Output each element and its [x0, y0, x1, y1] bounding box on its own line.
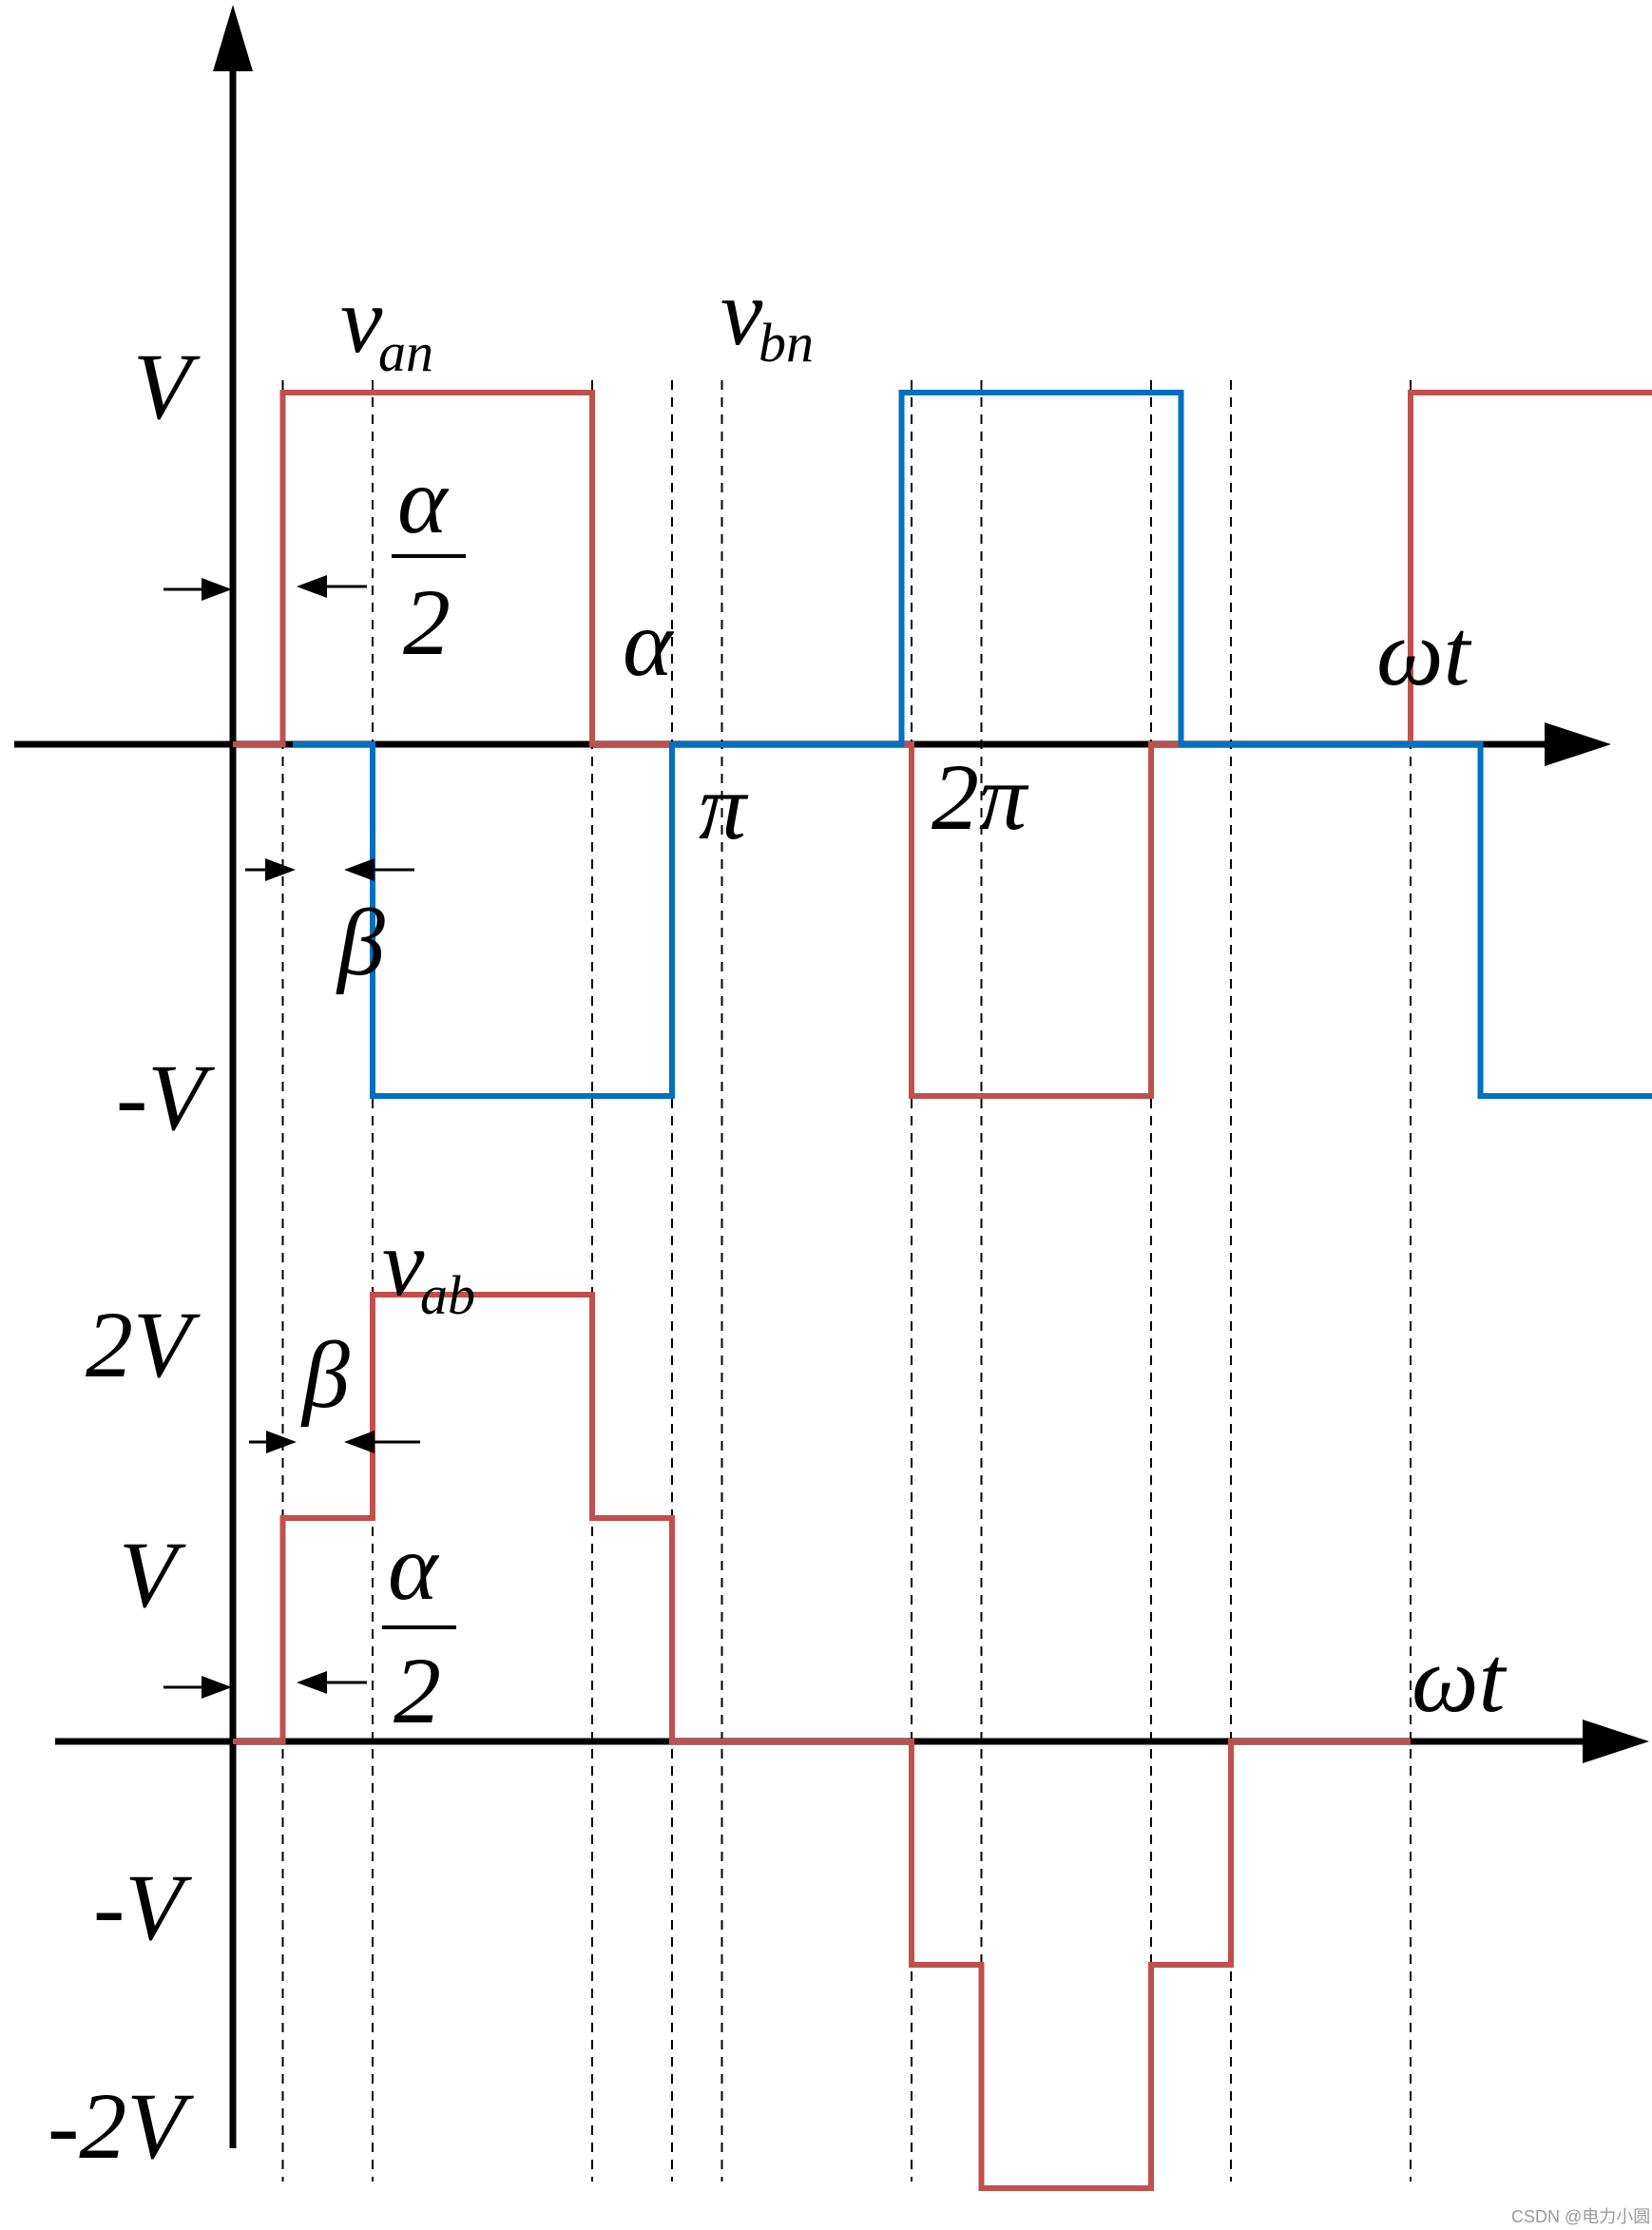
- vbn-label: v bn: [720, 260, 814, 374]
- bottom-y-label-v: V: [119, 1522, 186, 1627]
- watermark: CSDN @电力小圆: [1511, 2207, 1650, 2226]
- bottom-y-label-neg-v: -V: [93, 1855, 192, 1960]
- bottom-x-axis-label: ωt: [1412, 1626, 1508, 1732]
- top-x-axis-label: ωt: [1376, 600, 1472, 705]
- top-beta-arrow-left-head: [265, 858, 296, 881]
- bottom-y-label-neg-2v: -2V: [48, 2073, 194, 2179]
- top-alpha-arrow-left-head: [202, 578, 232, 601]
- top-y-label-neg-v: -V: [116, 1045, 215, 1150]
- van-label: v an: [340, 267, 433, 383]
- bottom-alpha-half-denominator: 2: [394, 1638, 441, 1743]
- bottom-beta-arrow-left-head: [266, 1431, 297, 1453]
- bottom-horizontal-axis-arrowhead: [1583, 1720, 1649, 1763]
- alpha-label: α: [623, 590, 675, 696]
- van-waveform: [233, 390, 1652, 1099]
- top-beta-arrow-right-head: [344, 858, 375, 881]
- top-alpha-half-numerator: α: [397, 448, 450, 553]
- top-alpha-arrow-right-head: [297, 575, 327, 598]
- vab-label: v ab: [382, 1210, 475, 1326]
- van-label-sub: an: [378, 321, 433, 383]
- pi-label: π: [699, 754, 749, 859]
- bottom-alpha-half-fraction: α 2: [382, 1514, 456, 1743]
- top-y-label-v: V: [133, 334, 201, 439]
- vbn-label-main: v: [720, 260, 763, 365]
- bottom-alpha-arrow-right-head: [297, 1671, 327, 1694]
- vbn-waveform: [293, 390, 1652, 1099]
- van-label-main: v: [340, 267, 383, 373]
- two-pi-label: 2π: [932, 744, 1029, 850]
- vab-label-main: v: [382, 1210, 425, 1316]
- bottom-beta-arrow-right-head: [344, 1431, 375, 1453]
- top-alpha-half-denominator: 2: [403, 569, 451, 675]
- top-horizontal-axis-arrowhead: [1545, 722, 1611, 766]
- bottom-beta-label: β: [300, 1322, 350, 1428]
- vbn-label-sub: bn: [759, 312, 814, 374]
- vab-waveform: [233, 1292, 1411, 2191]
- top-beta-label: β: [336, 890, 385, 995]
- bottom-y-label-2v: 2V: [86, 1292, 201, 1397]
- bottom-alpha-arrow-left-head: [202, 1676, 232, 1699]
- bottom-alpha-half-numerator: α: [388, 1514, 440, 1620]
- vab-label-sub: ab: [420, 1264, 475, 1326]
- top-alpha-half-fraction: α 2: [392, 448, 466, 675]
- vertical-axis-arrowhead: [213, 5, 253, 71]
